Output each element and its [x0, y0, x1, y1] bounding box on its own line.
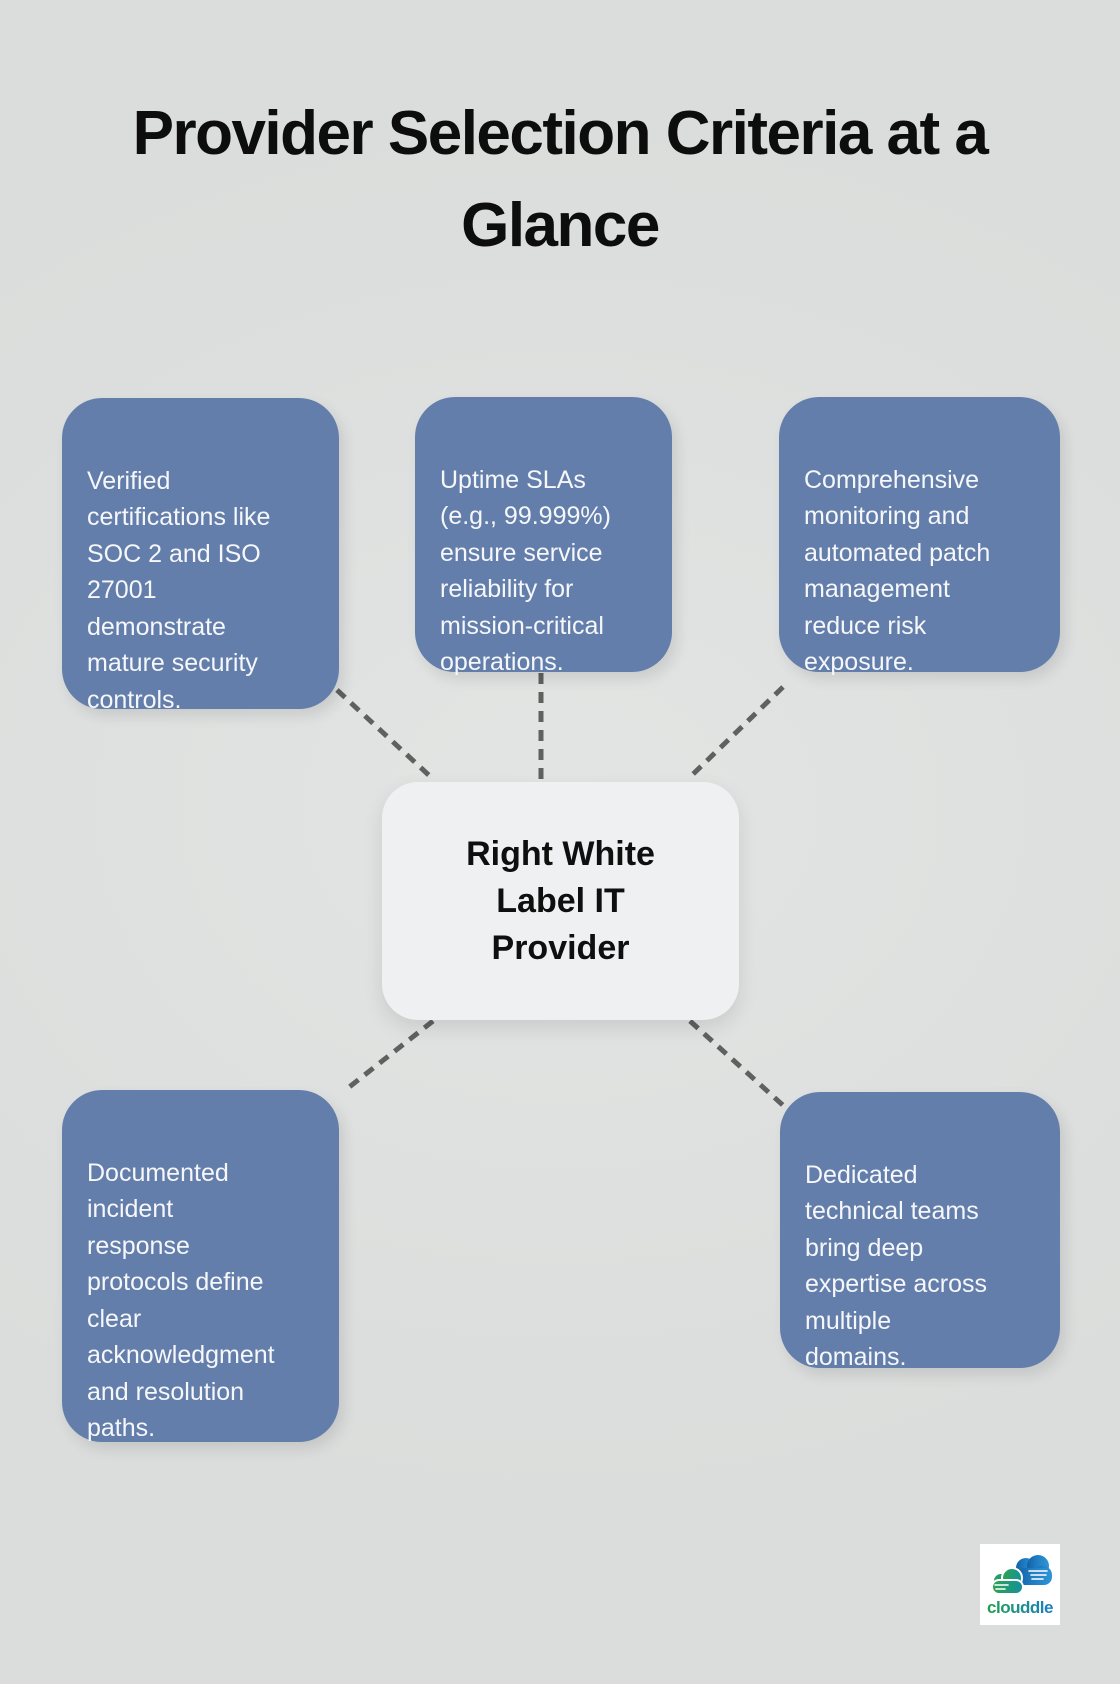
criteria-card-text: Uptime SLAs (e.g., 99.999%) ensure servi…	[440, 465, 611, 677]
criteria-card-text: Documented incident response protocols d…	[87, 1158, 275, 1443]
center-node: Right White Label IT Provider	[382, 782, 739, 1020]
logo-wordmark: clouddle	[987, 1598, 1053, 1617]
criteria-card-text: Comprehensive monitoring and automated p…	[804, 465, 991, 677]
cloud-small-icon	[991, 1567, 1024, 1595]
connector-topright-to-center	[686, 685, 785, 781]
criteria-card-text: Verified certifications like SOC 2 and I…	[87, 466, 271, 714]
criteria-card-certifications: Verified certifications like SOC 2 and I…	[62, 398, 339, 714]
criteria-card-uptime-slas: Uptime SLAs (e.g., 99.999%) ensure servi…	[415, 397, 672, 676]
criteria-card-monitoring: Comprehensive monitoring and automated p…	[779, 397, 1060, 676]
criteria-card-technical-teams: Dedicated technical teams bring deep exp…	[780, 1092, 1060, 1371]
wind-lines-icon	[994, 1584, 1009, 1590]
criteria-card-incident-response: Documented incident response protocols d…	[62, 1090, 339, 1442]
center-node-label: Right White Label IT Provider	[466, 834, 655, 967]
connector-topleft-to-center	[335, 688, 435, 781]
criteria-card-text: Dedicated technical teams bring deep exp…	[805, 1160, 988, 1372]
connector-center-to-bottomleft	[346, 1019, 435, 1090]
wind-lines-icon	[1028, 1570, 1048, 1580]
page-title: Provider Selection Criteria at a Glance	[132, 99, 989, 260]
clouddle-logo-icon: clouddle	[987, 1555, 1053, 1617]
logo-badge: clouddle	[980, 1544, 1060, 1625]
connector-center-to-bottomright	[688, 1019, 788, 1110]
